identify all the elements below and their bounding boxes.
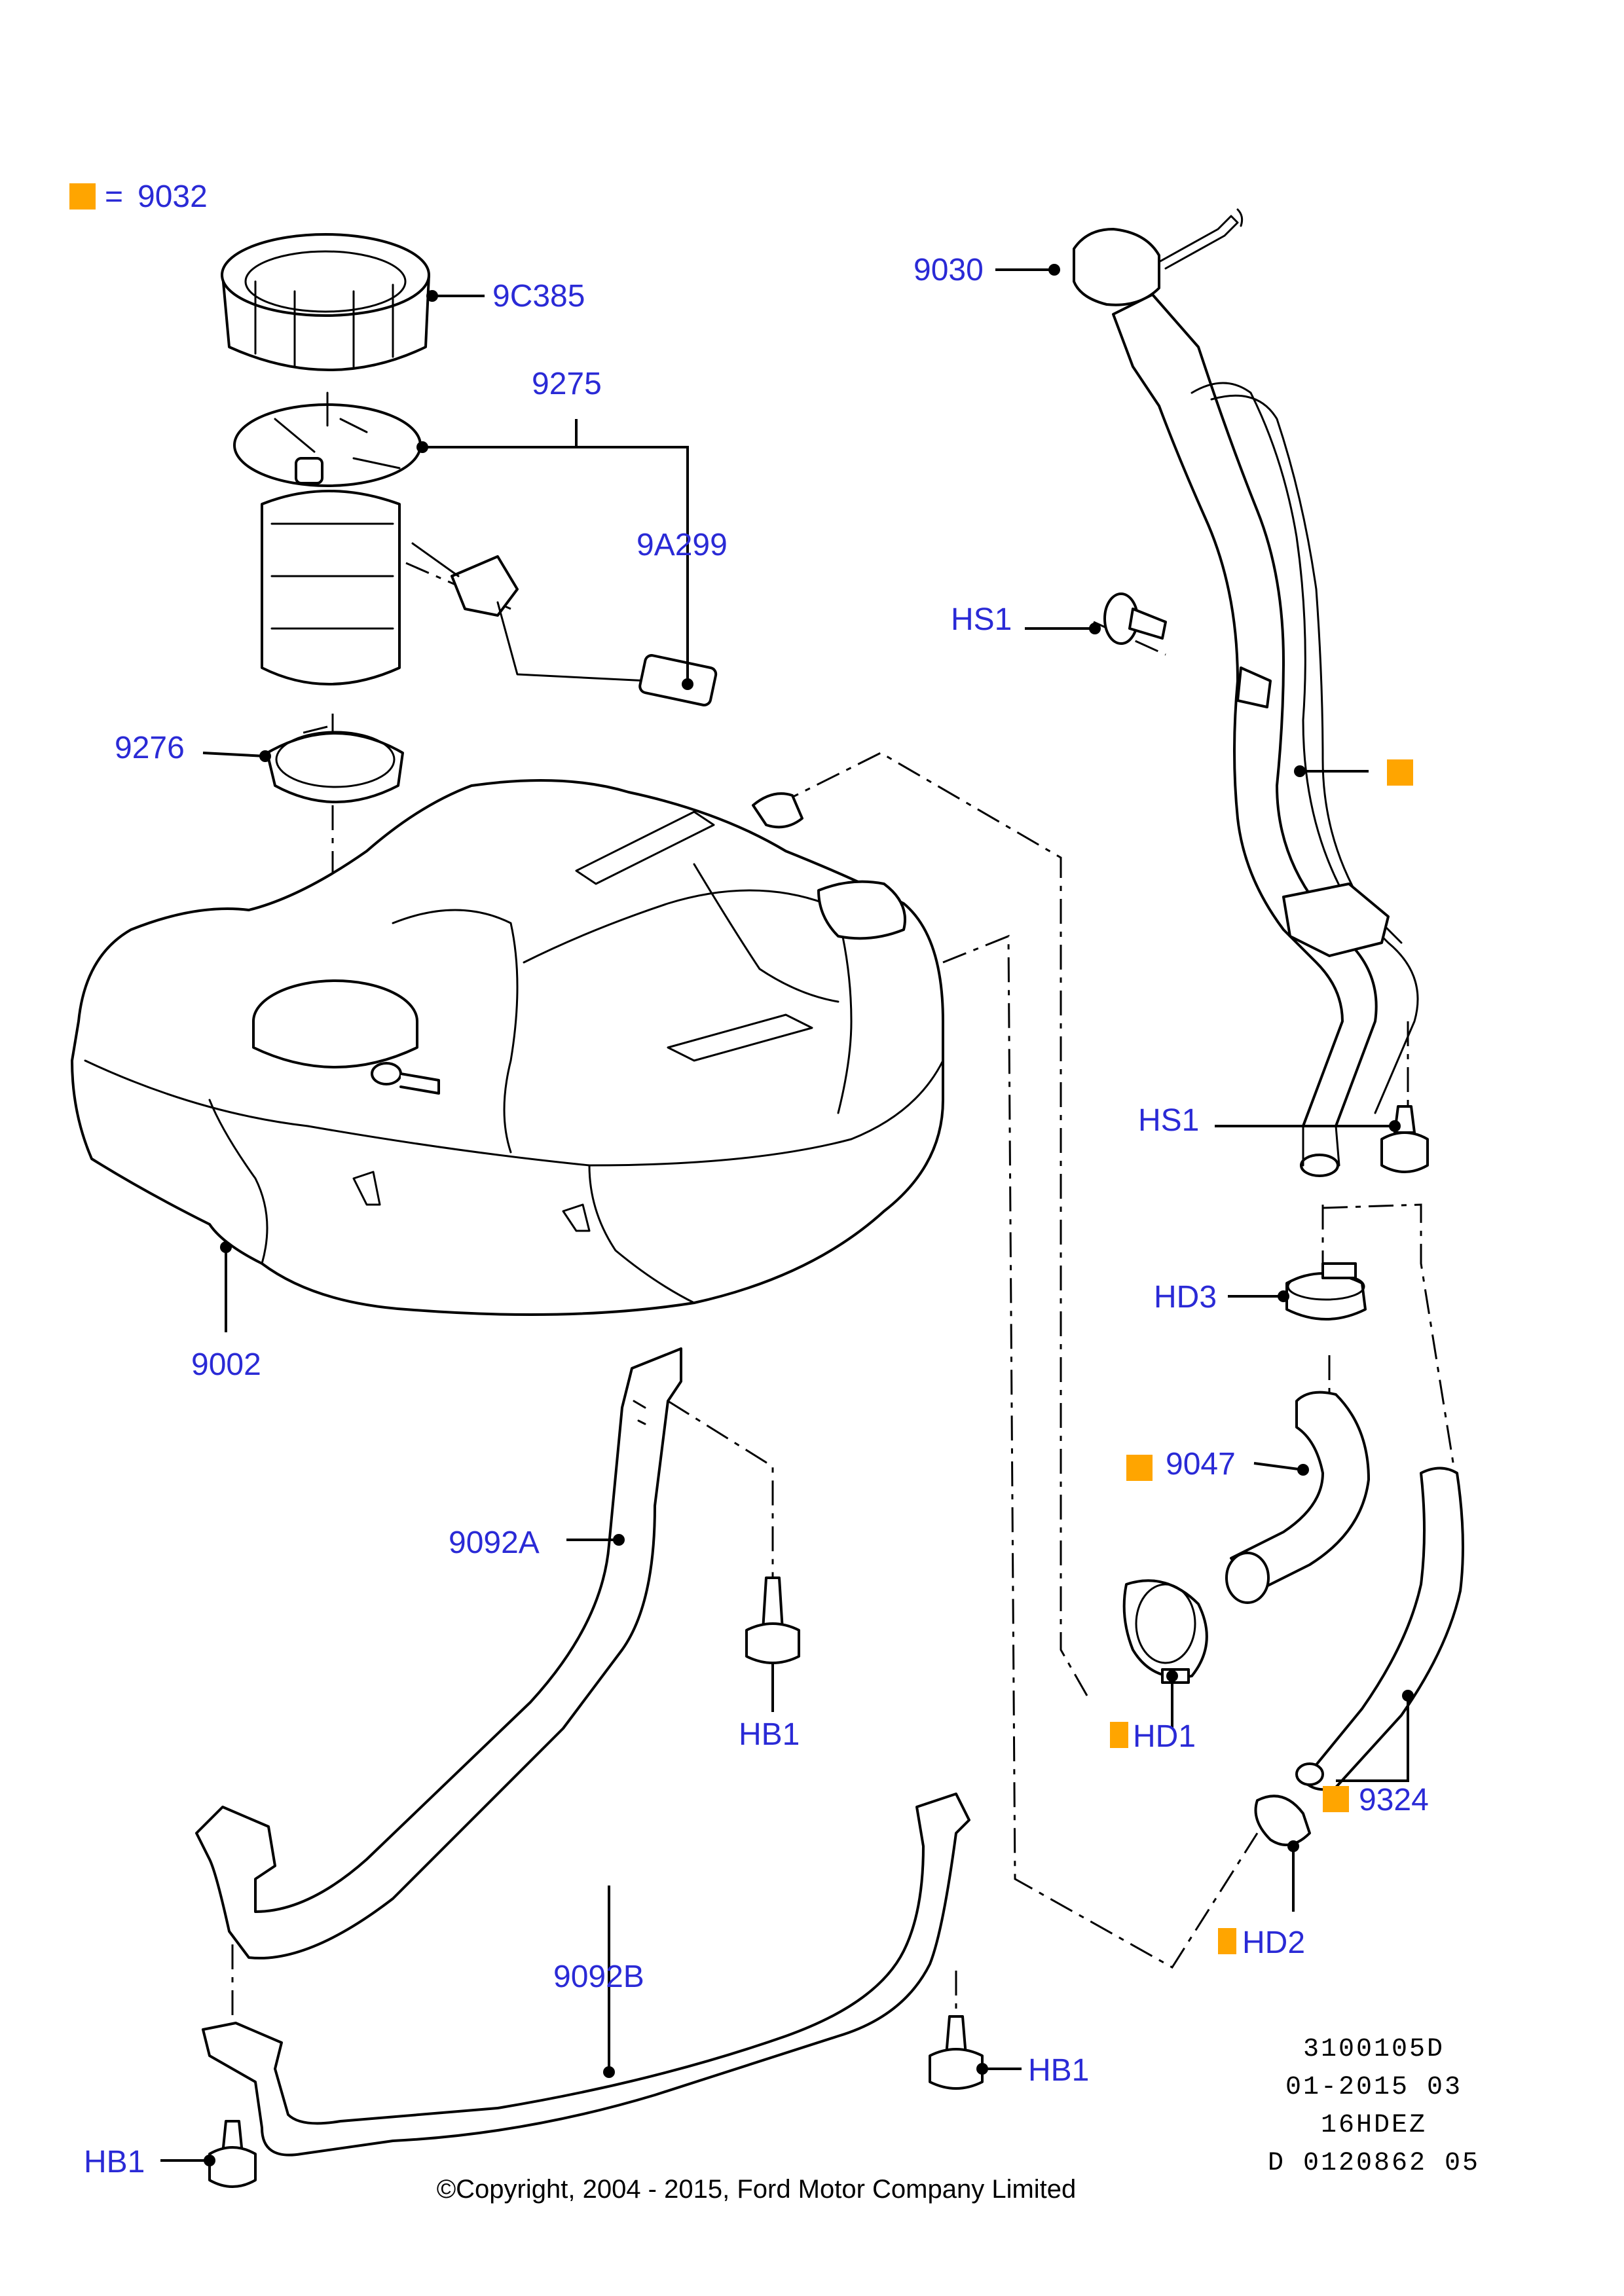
label-HS1-lower: HS1 (1138, 1103, 1199, 1138)
copyright-notice: ©Copyright, 2004 - 2015, Ford Motor Comp… (437, 2175, 1077, 2204)
drawing-info: 3100105D 01-2015 03 16HDEZ D 0120862 05 (1268, 2035, 1480, 2178)
label-9002: 9002 (191, 1347, 261, 1382)
legend-marker (69, 183, 96, 210)
callout-labels: 9C385 9275 9A299 9276 9002 9030 HS1 HS1 … (84, 253, 1429, 2179)
marker-9324 (1323, 1786, 1349, 1812)
fuel-pump-module-9275 (233, 392, 422, 685)
bolt-HB1-left (208, 2120, 257, 2188)
screw-HS1-upper (1103, 592, 1167, 645)
label-9092B: 9092B (553, 1959, 644, 1994)
leader-lines (160, 264, 1414, 2166)
drawing-date: 01-2015 03 (1285, 2073, 1462, 2102)
clamp-HD2 (1254, 1795, 1311, 1846)
legend: = 9032 (69, 179, 208, 214)
filler-cap-9030 (1073, 208, 1244, 306)
filler-pipe (1112, 293, 1419, 1177)
bolt-HB1-right (929, 2015, 984, 2090)
label-9276: 9276 (115, 731, 185, 765)
drawing-reference: D 0120862 05 (1268, 2149, 1480, 2178)
label-HB1-right: HB1 (1028, 2053, 1089, 2088)
marker-filler-pipe (1387, 759, 1413, 786)
sender-unit-9A299 (411, 542, 718, 706)
marker-9047 (1126, 1455, 1153, 1481)
label-HD3: HD3 (1154, 1280, 1217, 1315)
label-9092A: 9092A (449, 1525, 540, 1560)
strap-9092B (202, 1793, 970, 2157)
marker-HD2 (1218, 1928, 1236, 1954)
drawing-model-code: 16HDEZ (1321, 2111, 1427, 2140)
label-HD2: HD2 (1242, 1925, 1305, 1960)
markers (1110, 759, 1413, 1954)
label-HB1-middle: HB1 (739, 1717, 800, 1752)
label-HB1-left: HB1 (84, 2145, 145, 2179)
label-9047: 9047 (1166, 1447, 1236, 1482)
bolt-HB1-middle (745, 1576, 800, 1664)
marker-HD1 (1110, 1722, 1128, 1748)
lock-ring-9C385 (221, 233, 430, 371)
legend-part-number: 9032 (138, 179, 208, 214)
drawing-id: 3100105D (1303, 2035, 1445, 2064)
fuel-tank-9002 (71, 779, 944, 1316)
seal-ring-9276 (266, 731, 404, 803)
label-9A299: 9A299 (637, 528, 728, 562)
label-HD1: HD1 (1133, 1719, 1196, 1754)
label-9324: 9324 (1359, 1783, 1429, 1817)
strap-9092A (195, 1347, 682, 1959)
label-HS1-upper: HS1 (951, 602, 1012, 637)
screw-HS1-lower (1380, 1105, 1429, 1173)
label-9275: 9275 (532, 367, 602, 401)
label-9030: 9030 (913, 253, 984, 287)
label-9C385: 9C385 (492, 279, 585, 314)
legend-equals: = (105, 179, 123, 214)
hose-9047 (1225, 1391, 1370, 1604)
clamp-HD1 (1122, 1579, 1208, 1684)
clamp-HD3 (1285, 1262, 1367, 1321)
